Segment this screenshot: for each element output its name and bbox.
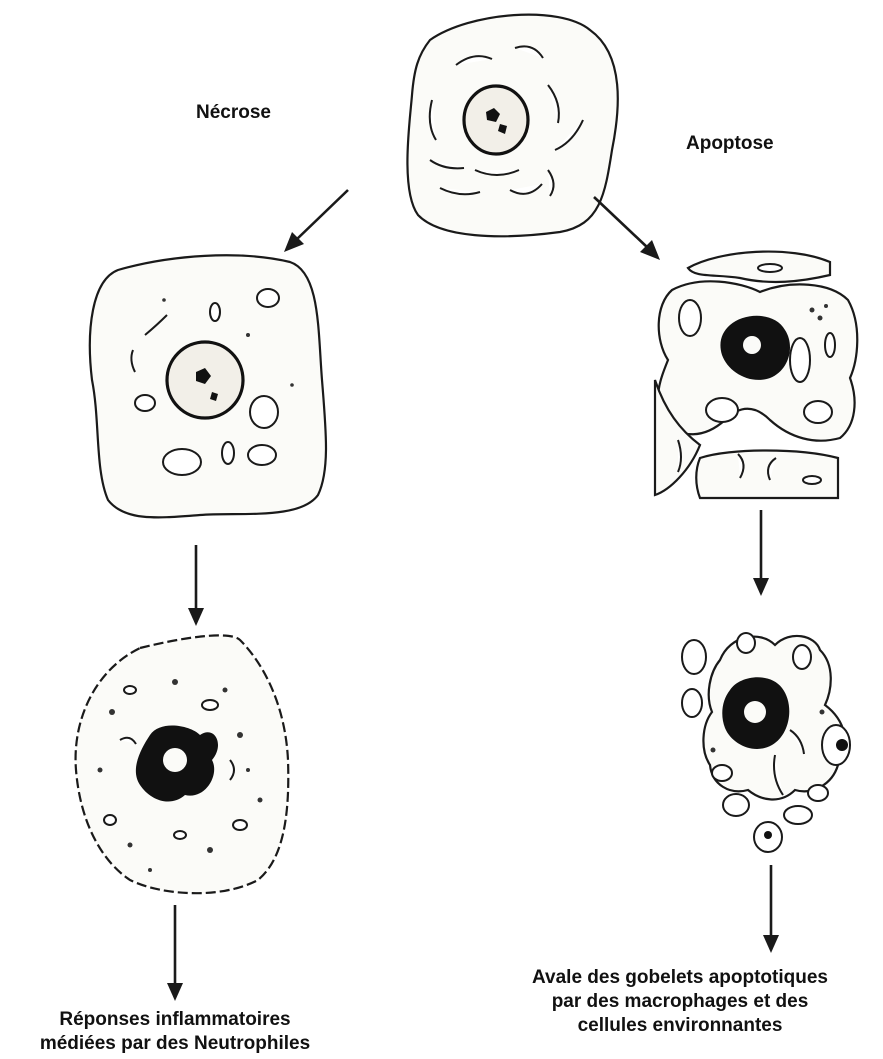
- necrotic-ruptured-cell: [76, 635, 289, 893]
- caption-line: Avale des gobelets apoptotiques: [480, 966, 880, 990]
- arrow-to-apoptosis: [594, 197, 660, 260]
- necrotic-swollen-cell: [90, 255, 326, 517]
- apoptotic-condensed-cell: [655, 252, 857, 498]
- arrow-apoptosis-outcome: [763, 865, 779, 953]
- arrow-apoptosis-stage2: [753, 510, 769, 596]
- arrow-to-necrosis: [284, 190, 348, 252]
- arrow-necrosis-stage2: [188, 545, 204, 626]
- healthy-cell: [407, 15, 617, 237]
- caption-line: médiées par des Neutrophiles: [10, 1032, 340, 1056]
- necrosis-outcome-caption: Réponses inflammatoires médiées par des …: [10, 1008, 340, 1056]
- caption-line: par des macrophages et des: [480, 990, 880, 1014]
- caption-line: Réponses inflammatoires: [10, 1008, 340, 1032]
- apoptotic-bodies: [682, 633, 850, 852]
- apoptosis-outcome-caption: Avale des gobelets apoptotiques par des …: [480, 966, 880, 1038]
- caption-line: cellules environnantes: [480, 1014, 880, 1038]
- arrow-necrosis-outcome: [167, 905, 183, 1001]
